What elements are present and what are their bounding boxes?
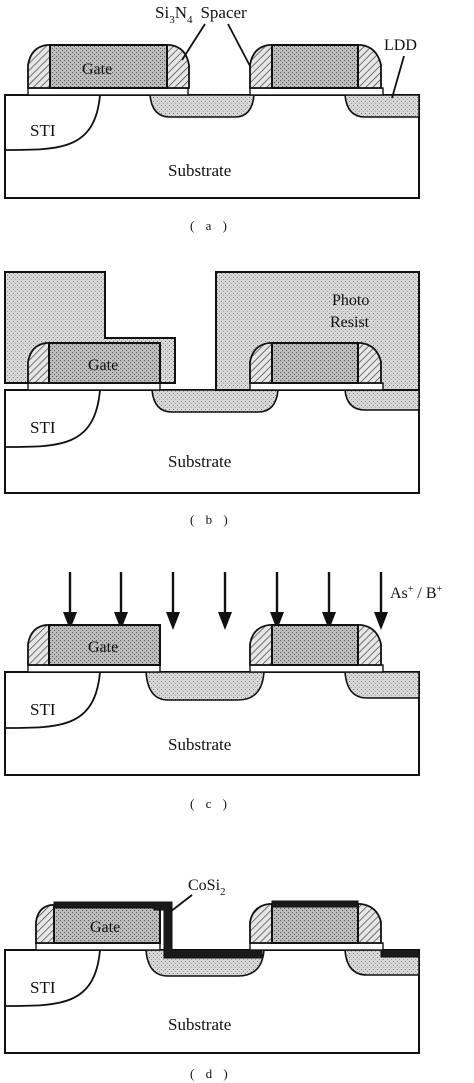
gate-left [48, 342, 161, 384]
cosi2-layer-gate-right [271, 900, 359, 908]
ldd-region-left [151, 389, 279, 413]
implant-arrows [63, 572, 388, 630]
cosi2-layer-gate-left [53, 901, 161, 909]
gate-oxide-right [249, 87, 384, 96]
sti-boundary [4, 949, 101, 1007]
gate-label: Gate [90, 919, 120, 936]
panel-c: As+/ B+ Gate STI Substrate ( c ) [4, 572, 443, 811]
sti-label: STI [30, 700, 56, 719]
gate-oxide-left [27, 664, 161, 673]
caption-a: ( a ) [190, 218, 231, 233]
spacer-right-b [357, 342, 382, 384]
cosi2-layer-active-right [380, 949, 420, 958]
gate-right [271, 903, 359, 944]
spacer-left-a [27, 624, 50, 666]
sti-label: STI [30, 121, 56, 140]
implant-label: As+/ B+ [390, 584, 443, 602]
substrate-label: Substrate [168, 735, 231, 754]
panel-b: Gate Photo Resist STI Substrate ( b ) [4, 271, 420, 527]
ldd-leader [391, 55, 405, 99]
implant-arrowhead [166, 612, 180, 630]
substrate-label: Substrate [168, 452, 231, 471]
gate-oxide-left [35, 942, 161, 951]
resist-label: Resist [330, 314, 370, 331]
spacer-leader-1 [181, 23, 206, 61]
sti-boundary [4, 389, 101, 448]
ldd-region-right [344, 94, 420, 118]
gate-oxide-left [27, 87, 189, 96]
gate-right [271, 44, 359, 89]
ldd-region-right [344, 389, 420, 411]
spacer-right-b [357, 903, 382, 944]
implant-arrowhead [218, 612, 232, 630]
sti-boundary [4, 94, 101, 151]
gate-left [49, 44, 168, 89]
spacer-left-a [35, 904, 55, 944]
gate-oxide-right [249, 382, 384, 391]
caption-b: ( b ) [190, 512, 232, 527]
spacer-leader-2 [227, 23, 251, 67]
gate-oxide-left [27, 382, 161, 391]
gate-label: Gate [88, 357, 118, 374]
photo-label: Photo [332, 292, 369, 309]
substrate-label: Substrate [168, 1015, 231, 1034]
cosi2-label: CoSi2 [188, 877, 226, 898]
sti-boundary [4, 671, 101, 729]
gate-label: Gate [82, 61, 112, 78]
ldd-label: LDD [384, 37, 417, 54]
caption-c: ( c ) [190, 796, 231, 811]
spacer-right-a [249, 903, 273, 944]
substrate-label: Substrate [168, 161, 231, 180]
gate-oxide-right [249, 664, 384, 673]
implant-arrowhead [374, 612, 388, 630]
gate-right [271, 342, 359, 384]
cosi2-leader [169, 894, 193, 913]
cosi2-layer-active-left [153, 901, 263, 959]
gate-oxide-right [249, 942, 384, 951]
spacer-right-a [249, 44, 273, 89]
source-drain-left [145, 671, 265, 701]
spacer-left-a [27, 44, 51, 89]
sti-label: STI [30, 418, 56, 437]
gate-left [53, 904, 161, 944]
gate-right [271, 624, 359, 666]
caption-d: ( d ) [190, 1066, 232, 1081]
spacer-left-b [166, 44, 190, 89]
implant-arrowhead [270, 612, 284, 630]
implant-arrowhead [322, 612, 336, 630]
spacer-right-b [357, 624, 382, 666]
panel-d: CoSi2 Gate STI Substrate ( d ) [4, 877, 420, 1081]
gate-left [48, 624, 161, 666]
source-drain-right [344, 671, 420, 699]
spacer-right-a [249, 624, 273, 666]
sti-label: STI [30, 978, 56, 997]
implant-arrowhead [114, 612, 128, 630]
implant-arrowhead [63, 612, 77, 630]
ldd-region-left [149, 94, 255, 118]
spacer-right-b [357, 44, 382, 89]
gate-label: Gate [88, 639, 118, 656]
